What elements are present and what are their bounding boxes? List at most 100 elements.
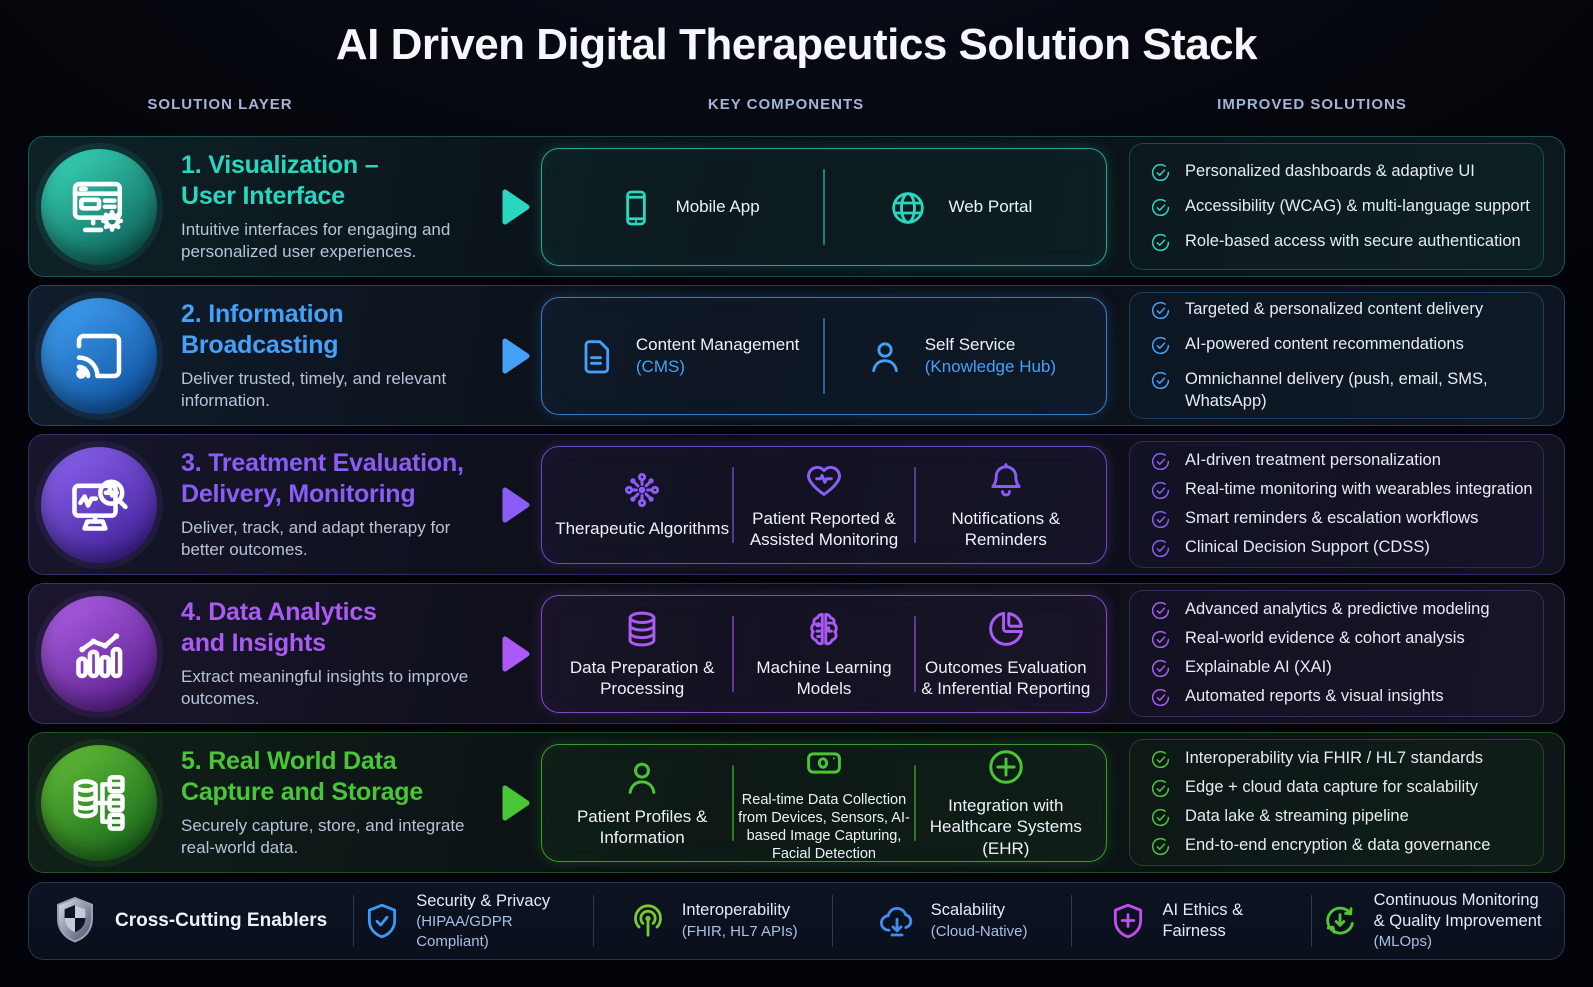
column-header-improved-solutions: IMPROVED SOLUTIONS	[1217, 96, 1407, 113]
improved-solution-text: Personalized dashboards & adaptive UI	[1185, 161, 1475, 180]
check-circle-icon	[1150, 629, 1171, 650]
improved-solution-item: Role-based access with secure authentica…	[1150, 231, 1543, 253]
bell-icon	[985, 459, 1027, 501]
component-label: Real-time Data Collection from Devices, …	[738, 791, 910, 863]
cross-cutting-enablers-bar: Cross-Cutting Enablers Security & Privac…	[28, 882, 1565, 960]
improved-solution-text: Interoperability via FHIR / HL7 standard…	[1185, 749, 1484, 767]
improved-solution-text: Edge + cloud data capture for scalabilit…	[1185, 778, 1479, 796]
brain-icon	[803, 608, 845, 650]
enabler-1: Interoperability (FHIR, HL7 APIs)	[594, 900, 832, 941]
layer-title: 2. Information Broadcasting	[181, 299, 344, 359]
improved-solution-text: Smart reminders & escalation workflows	[1185, 509, 1479, 527]
cloud-download-icon	[877, 901, 917, 941]
improved-solution-item: AI-powered content recommendations	[1150, 334, 1543, 356]
improved-solution-text: AI-driven treatment personalization	[1185, 451, 1441, 469]
check-circle-icon	[1150, 232, 1171, 253]
improved-solution-item: Targeted & personalized content delivery	[1150, 299, 1543, 321]
component-divider	[823, 317, 825, 394]
improved-solution-item: Automated reports & visual insights	[1150, 686, 1543, 708]
layer-description: Deliver trusted, timely, and relevant in…	[181, 368, 447, 410]
improved-solution-item: Personalized dashboards & adaptive UI	[1150, 161, 1543, 183]
hub-network-icon	[621, 469, 663, 511]
layer-section: 1. Visualization – User Interface Intuit…	[29, 148, 491, 265]
component-label: Patient Reported & Assisted Monitoring	[749, 508, 899, 549]
plus-circle-icon	[985, 746, 1027, 788]
improved-solution-text: Targeted & personalized content delivery	[1185, 300, 1484, 319]
enabler-sublabel: (MLOps)	[1373, 933, 1432, 951]
cross-cutting-heading-label: Cross-Cutting Enablers	[115, 910, 328, 931]
footer-divider	[592, 895, 594, 947]
component-visualization-user-interface-1: Web Portal	[825, 155, 1096, 259]
improved-solutions-panel: Personalized dashboards & adaptive UI Ac…	[1129, 143, 1544, 270]
layer-description: Extract meaningful insights to improve o…	[181, 666, 469, 708]
component-label: Patient Profiles & Information	[576, 806, 708, 847]
footer-divider	[1071, 895, 1073, 947]
improved-solution-item: Smart reminders & escalation workflows	[1150, 508, 1543, 530]
improved-solution-item: Accessibility (WCAG) & multi-language su…	[1150, 196, 1543, 218]
improved-solution-item: Data lake & streaming pipeline	[1150, 806, 1543, 828]
check-circle-icon	[1150, 778, 1171, 799]
improved-solution-text: Real-time monitoring with wearables inte…	[1185, 480, 1533, 498]
check-circle-icon	[1150, 300, 1171, 321]
camera-icon	[803, 742, 845, 784]
improved-solution-text: End-to-end encryption & data governance	[1185, 836, 1491, 854]
improved-solution-item: Clinical Decision Support (CDSS)	[1150, 537, 1543, 559]
check-circle-icon	[1150, 480, 1171, 501]
check-circle-icon	[1150, 370, 1171, 391]
layer-title: 5. Real World Data Capture and Storage	[181, 746, 424, 806]
radar-rings-icon	[628, 901, 668, 941]
layer-description: Deliver, track, and adapt therapy for be…	[181, 517, 451, 559]
solution-row-data-analytics-and-insights: 4. Data Analytics and Insights Extract m…	[28, 583, 1565, 724]
component-data-analytics-and-insights-2: Outcomes Evaluation & Inferential Report…	[916, 602, 1096, 706]
component-treatment-evaluation-delivery-monitoring-0: Therapeutic Algorithms	[552, 453, 732, 557]
component-label: Outcomes Evaluation & Inferential Report…	[921, 657, 1091, 698]
improved-solution-text: Automated reports & visual insights	[1185, 687, 1444, 705]
improved-solution-text: Advanced analytics & predictive modeling	[1185, 600, 1490, 618]
layer-section: 5. Real World Data Capture and Storage S…	[29, 744, 491, 861]
improved-solution-item: Real-world evidence & cohort analysis	[1150, 628, 1543, 650]
database-icon	[621, 608, 663, 650]
improved-solutions-panel: AI-driven treatment personalization Real…	[1129, 441, 1544, 568]
layer-section: 3. Treatment Evaluation, Delivery, Monit…	[29, 446, 491, 563]
improved-solution-item: End-to-end encryption & data governance	[1150, 835, 1543, 857]
enabler-sublabel: (HIPAA/GDPR Compliant)	[416, 913, 513, 950]
improved-solution-item: Interoperability via FHIR / HL7 standard…	[1150, 748, 1543, 770]
footer-divider	[353, 895, 355, 947]
pie-chart-icon	[985, 608, 1027, 650]
component-real-world-data-capture-storage-1: Real-time Data Collection from Devices, …	[734, 751, 914, 862]
component-divider	[732, 615, 734, 692]
globe-icon	[888, 187, 928, 227]
column-headers: SOLUTION LAYER KEY COMPONENTS IMPROVED S…	[0, 84, 1593, 128]
improved-solution-text: Omnichannel delivery (push, email, SMS, …	[1185, 370, 1488, 410]
component-divider	[914, 764, 916, 841]
cast-icon	[67, 324, 131, 388]
layer-icon-circle	[41, 744, 157, 861]
component-real-world-data-capture-storage-0: Patient Profiles & Information	[552, 751, 732, 855]
component-label: Machine Learning Models	[756, 657, 892, 698]
enabler-4: Continuous Monitoring & Quality Improvem…	[1312, 890, 1550, 952]
cycle-download-icon	[1320, 901, 1360, 941]
browser-gear-icon	[67, 175, 131, 239]
layer-title: 1. Visualization – User Interface	[181, 150, 379, 210]
column-header-solution-layer: SOLUTION LAYER	[147, 96, 293, 113]
improved-solution-text: Explainable AI (XAI)	[1185, 658, 1332, 676]
solution-row-information-broadcasting: 2. Information Broadcasting Deliver trus…	[28, 285, 1565, 426]
component-visualization-user-interface-0: Mobile App	[552, 155, 823, 259]
improved-solutions-panel: Advanced analytics & predictive modeling…	[1129, 590, 1544, 717]
shield-check-icon	[362, 901, 402, 941]
component-label: Notifications & Reminders	[951, 508, 1061, 549]
check-circle-icon	[1150, 335, 1171, 356]
improved-solutions-panel: Targeted & personalized content delivery…	[1129, 292, 1544, 419]
improved-solution-text: Accessibility (WCAG) & multi-language su…	[1185, 196, 1530, 215]
component-sublabel: (Knowledge Hub)	[924, 357, 1057, 377]
heart-pulse-icon	[803, 459, 845, 501]
check-circle-icon	[1150, 451, 1171, 472]
layer-section: 4. Data Analytics and Insights Extract m…	[29, 595, 491, 712]
component-information-broadcasting-1: Self Service(Knowledge Hub)	[825, 304, 1096, 408]
enabler-label: AI Ethics & Fairness	[1162, 901, 1244, 940]
check-circle-icon	[1150, 162, 1171, 183]
layer-icon-circle	[41, 595, 157, 712]
key-components-box: Mobile App Web Portal	[541, 147, 1107, 266]
component-label: Mobile App	[675, 196, 760, 216]
